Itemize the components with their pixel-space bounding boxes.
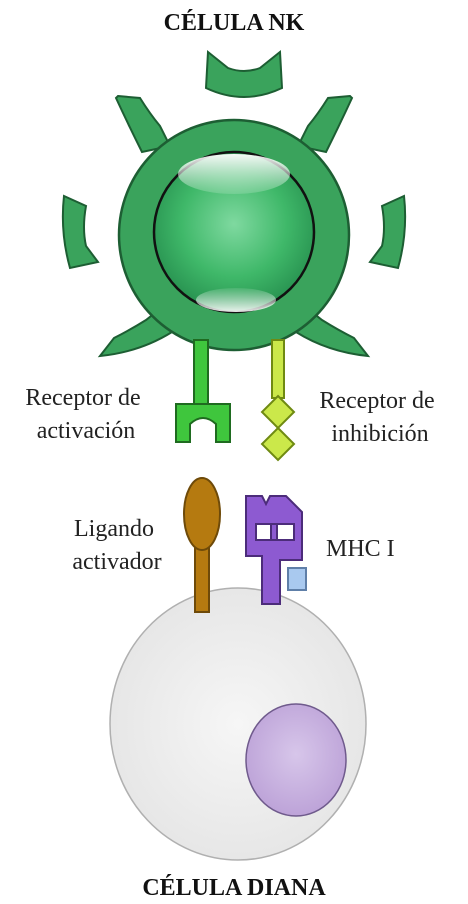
label-ligand-line1: Ligando <box>74 516 154 542</box>
label-inhibition-line2: inhibición <box>331 421 428 447</box>
mhc-small-chain <box>287 567 307 591</box>
mhc-molecule <box>245 495 307 605</box>
claw-top <box>204 50 284 98</box>
label-inhibition-receptor: Receptor de inhibición <box>319 388 440 447</box>
nk-nucleus <box>152 150 316 314</box>
label-activation-line2: activación <box>37 418 136 444</box>
claw-upper-right <box>296 94 354 154</box>
claw-right <box>368 194 407 270</box>
label-activating-ligand: Ligando activador <box>72 516 161 575</box>
label-activation-line1: Receptor de <box>25 385 140 411</box>
target-cell-nucleus <box>245 703 347 817</box>
claw-upper-left <box>114 94 172 154</box>
nucleus-shine-bottom <box>196 288 276 312</box>
claw-left <box>61 194 100 270</box>
label-inhibition-line1: Receptor de <box>319 388 434 414</box>
mhc-groove-divider <box>270 523 278 541</box>
inhibition-receptor <box>260 339 296 462</box>
activation-receptor <box>175 339 231 443</box>
nucleus-shine-top <box>178 154 290 194</box>
label-activation-receptor: Receptor de activación <box>25 385 146 444</box>
label-mhc: MHC I <box>326 536 395 562</box>
title-target-cell: CÉLULA DIANA <box>142 875 326 901</box>
activating-ligand <box>183 477 221 613</box>
title-nk-cell: CÉLULA NK <box>164 10 305 36</box>
label-ligand-line2: activador <box>72 549 161 575</box>
